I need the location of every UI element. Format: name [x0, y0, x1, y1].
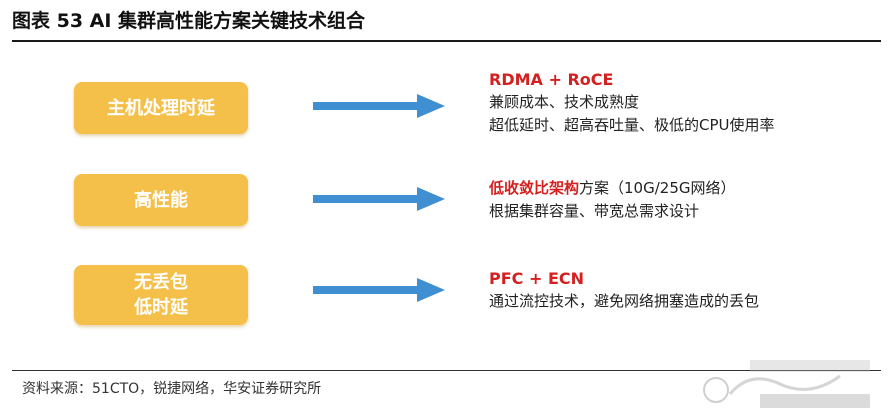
- title-divider: [12, 40, 881, 42]
- box-label: 低时延: [134, 297, 188, 318]
- solution-line: 通过流控技术，避免网络拥塞造成的丢包: [489, 292, 760, 310]
- box-host-latency: 主机处理时延: [74, 82, 248, 134]
- source-note: 资料来源：51CTO，锐捷网络，华安证券研究所: [22, 381, 322, 397]
- box-high-performance: 高性能: [74, 174, 248, 226]
- solution-first-line: 低收敛比架构方案（10G/25G网络）: [489, 177, 736, 200]
- figure-title: 图表 53 AI 集群高性能方案关键技术组合: [12, 10, 366, 32]
- solution-highlight: 低收敛比架构: [489, 179, 580, 197]
- right-arrow-icon: [313, 278, 445, 302]
- solution-line: 超低延时、超高吞吐量、极低的CPU使用率: [489, 116, 775, 134]
- solution-heading: PFC + ECN: [489, 269, 585, 288]
- source-divider: [12, 370, 881, 371]
- watermark-logo: [703, 360, 870, 408]
- box-label: 无丢包: [134, 272, 188, 293]
- box-label: 主机处理时延: [107, 97, 215, 119]
- box-label: 高性能: [134, 189, 188, 211]
- solution-line: 根据集群容量、带宽总需求设计: [489, 202, 700, 220]
- solution-low-convergence: 低收敛比架构方案（10G/25G网络） 根据集群容量、带宽总需求设计: [489, 177, 736, 223]
- right-arrow-icon: [313, 187, 445, 211]
- box-lossless-low-latency: 无丢包 低时延: [74, 265, 248, 325]
- solution-line: 兼顾成本、技术成熟度: [489, 93, 640, 111]
- solution-rest: 方案（10G/25G网络）: [579, 179, 736, 197]
- solution-heading: RDMA + RoCE: [489, 70, 614, 89]
- solution-rdma: RDMA + RoCE 兼顾成本、技术成熟度 超低延时、超高吞吐量、极低的CPU…: [489, 68, 775, 137]
- solution-pfc-ecn: PFC + ECN 通过流控技术，避免网络拥塞造成的丢包: [489, 267, 759, 313]
- right-arrow-icon: [313, 94, 445, 118]
